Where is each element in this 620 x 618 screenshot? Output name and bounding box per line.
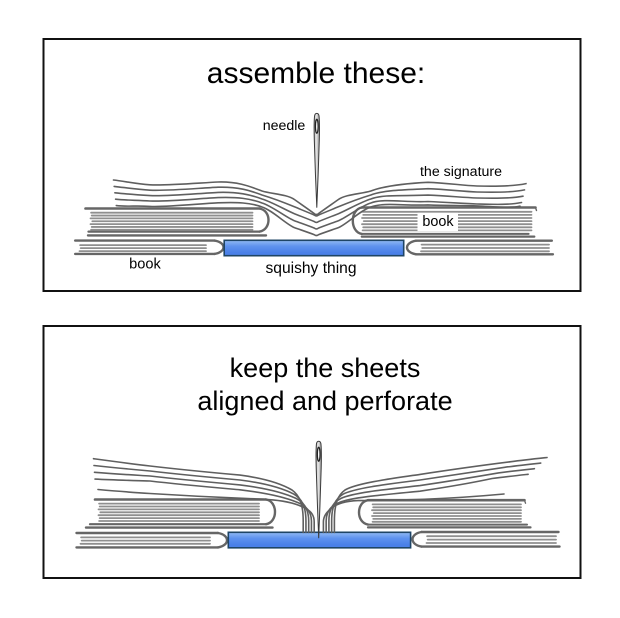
squishy-pad <box>223 239 405 257</box>
p1-book-upper-right-tick <box>534 206 538 212</box>
signature-sheet-right <box>328 467 536 534</box>
book-spine <box>405 239 418 256</box>
book-spine <box>213 239 225 256</box>
p1-needle <box>313 112 320 208</box>
panel2-title-line2: aligned and perforate <box>197 386 453 417</box>
p2-book-upper-right-tick <box>523 499 527 504</box>
p1-book-upper-left <box>84 207 270 237</box>
p2-book-upper-right <box>357 498 532 529</box>
signature-sheet-left <box>94 478 313 534</box>
book-left-label: book <box>128 256 161 273</box>
p2-needle <box>315 440 322 539</box>
needle-eye <box>316 446 321 462</box>
p2-book-lower-left <box>75 531 229 549</box>
panel2-title: keep the sheets aligned and perforate <box>197 352 452 418</box>
p2-signature-sheets <box>92 456 548 534</box>
needle-eye <box>314 118 319 134</box>
signature-sheet-left <box>93 471 310 534</box>
panel1-frame <box>42 38 582 292</box>
squishy-pad <box>227 531 412 549</box>
panel2-border <box>42 325 582 579</box>
book-right-label: book <box>421 214 454 231</box>
panel2-frame <box>42 325 582 579</box>
panel1-border <box>42 38 582 292</box>
p2-book-lower-right <box>411 530 561 548</box>
signature-sheet-left <box>93 464 307 534</box>
signature-sheet <box>112 179 527 216</box>
signature-sheet <box>114 191 524 224</box>
p2-book-upper-left <box>84 498 277 529</box>
p1-book-label-mask <box>417 212 458 232</box>
book-cover-tick <box>523 499 527 504</box>
p2-squishy-pad <box>227 531 412 549</box>
book-spine <box>216 531 229 549</box>
book-spine <box>264 498 277 526</box>
p1-signature-sheets <box>112 179 527 237</box>
signature-sheet <box>113 185 526 217</box>
squishy-label: squishy thing <box>265 259 357 277</box>
book-spine <box>411 530 423 548</box>
signature-sheet-right <box>322 493 505 534</box>
needle-label: needle <box>262 117 306 134</box>
needle-body <box>315 440 322 539</box>
signature-label: the signature <box>419 163 502 180</box>
p1-book-lower-left <box>73 239 225 256</box>
p1-book-lower-right <box>405 239 555 256</box>
needle-body <box>313 112 320 208</box>
signature-sheet <box>115 201 521 237</box>
panel2-title-line1: keep the sheets <box>229 353 421 384</box>
p1-squishy-pad <box>223 239 405 257</box>
signature-sheet <box>114 196 523 230</box>
book-spine <box>258 207 270 233</box>
panel1-title: assemble these: <box>206 57 425 91</box>
book-spine <box>357 499 370 526</box>
book-label-mask <box>417 212 458 232</box>
book-cover-tick <box>534 206 538 212</box>
signature-sheet-left <box>97 488 315 534</box>
signature-sheet-right <box>330 462 542 534</box>
